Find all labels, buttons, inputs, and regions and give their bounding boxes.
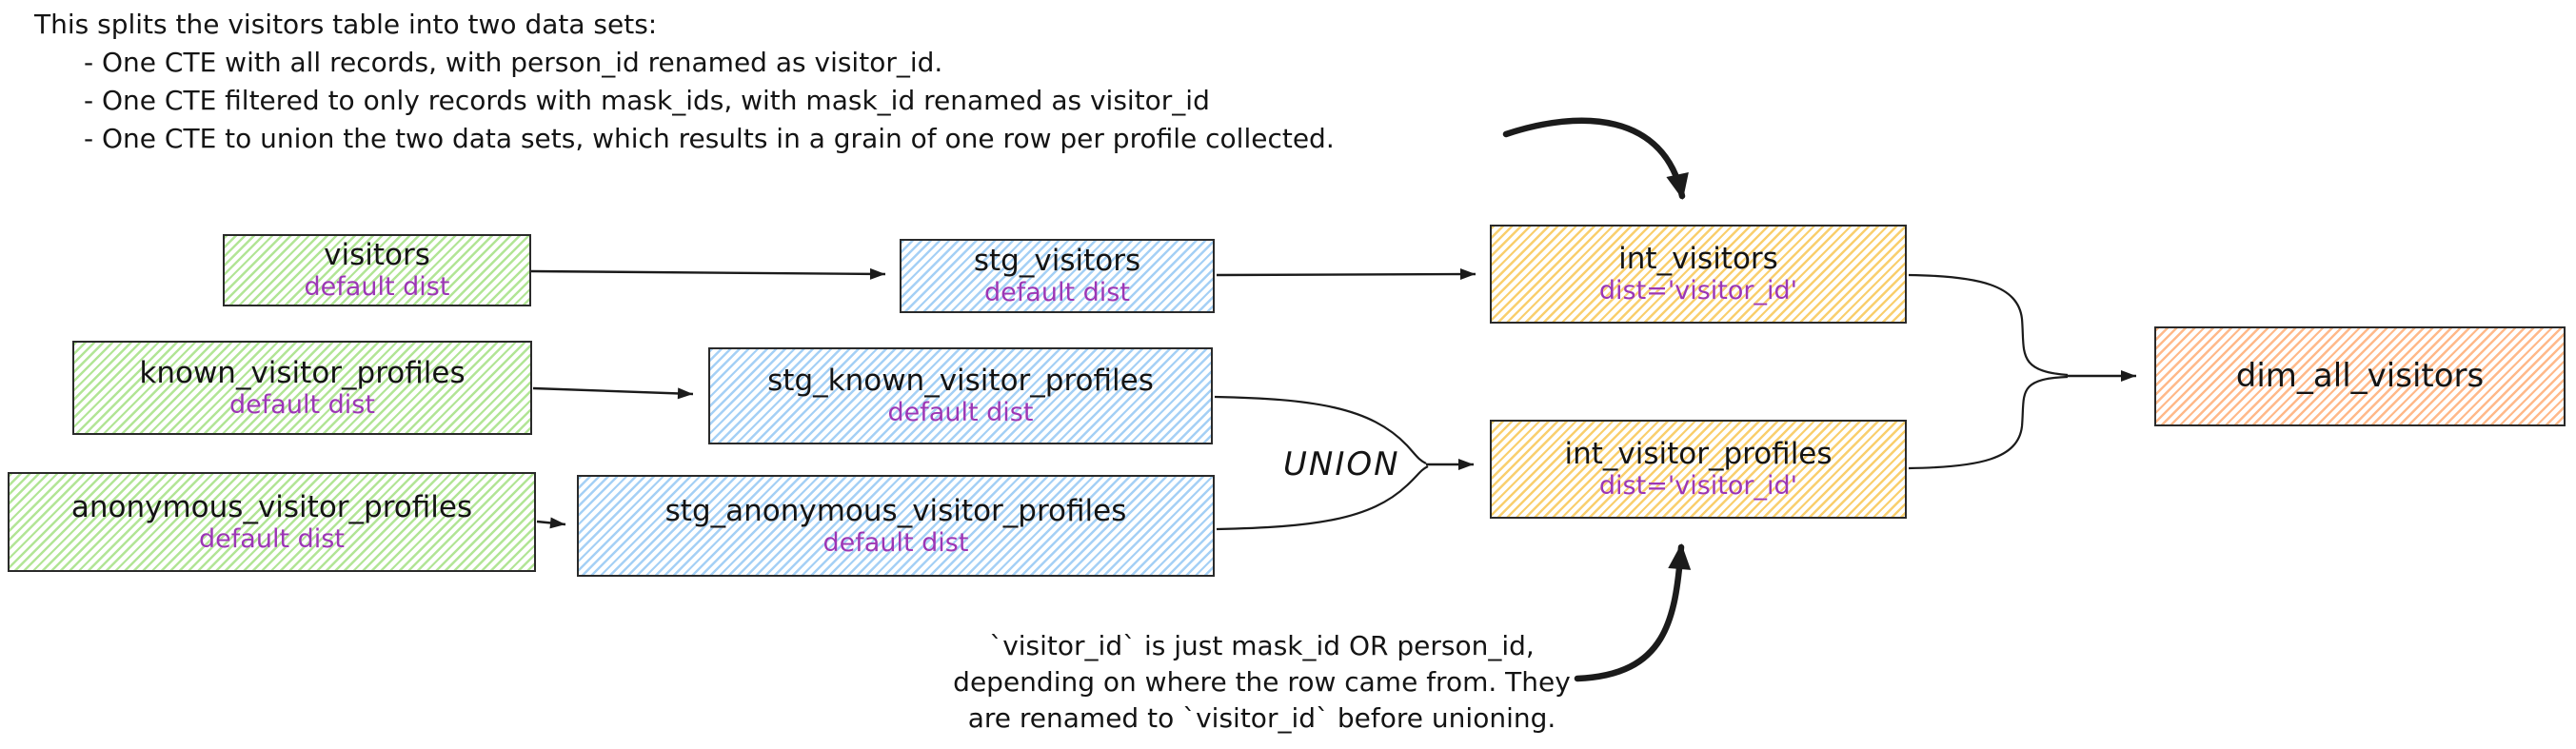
bottom-note-line: are renamed to `visitor_id` before union… [967,702,1556,734]
node-title: stg_known_visitor_profiles [767,364,1154,399]
top-note: This splits the visitors table into two … [34,6,1335,158]
node-title: anonymous_visitor_profiles [70,489,473,524]
node-stg-visitors: stg_visitors default dist [900,239,1215,313]
node-stg-known-visitor-profiles: stg_known_visitor_profiles default dist [708,347,1213,444]
annotation-arrow-top-note-to-int-visitors [1502,117,1689,200]
node-subtitle: default dist [984,278,1130,308]
node-anonymous-visitor-profiles: anonymous_visitor_profiles default dist [8,472,536,572]
node-int-visitor-profiles: int_visitor_profiles dist='visitor_id' [1490,420,1907,519]
arrow-anonymous-to-stg-anonymous [536,517,566,529]
union-label: UNION [1283,445,1400,483]
node-int-visitors: int_visitors dist='visitor_id' [1490,225,1907,324]
top-note-bullet: - One CTE with all records, with person_… [84,47,943,78]
node-title: stg_visitors [973,244,1141,279]
top-note-line: This splits the visitors table into two … [34,9,658,40]
union-curve-from-stg-anonymous [1216,465,1429,531]
node-stg-anonymous-visitor-profiles: stg_anonymous_visitor_profiles default d… [577,475,1215,577]
arrow-stg-visitors-to-int-visitors [1216,268,1476,281]
node-subtitle: default dist [229,389,375,420]
node-title: int_visitor_profiles [1564,437,1833,472]
node-visitors: visitors default dist [223,234,531,306]
annotation-arrow-bottom-note-to-int-visitor-profiles [1574,543,1692,682]
node-subtitle: default dist [304,272,450,303]
node-subtitle: dist='visitor_id' [1598,471,1798,502]
node-subtitle: default dist [887,398,1034,428]
bottom-note-line: depending on where the row came from. Th… [953,666,1571,698]
node-subtitle: dist='visitor_id' [1598,276,1798,306]
top-note-bullet: - One CTE filtered to only records with … [84,85,1210,116]
node-title: stg_anonymous_visitor_profiles [664,493,1127,528]
top-note-bullet: - One CTE to union the two data sets, wh… [84,123,1335,154]
node-subtitle: default dist [199,523,345,554]
merge-curve-from-int-visitor-profiles [1908,375,2069,470]
node-subtitle: default dist [822,527,969,558]
node-title: dim_all_visitors [2235,356,2485,395]
node-title: visitors [324,238,430,273]
bottom-note-line: `visitor_id` is just mask_id OR person_i… [989,630,1535,661]
arrow-known-to-stg-known [532,386,694,400]
node-dim-all-visitors: dim_all_visitors [2154,326,2566,426]
node-title: known_visitor_profiles [139,355,466,390]
merge-curve-from-int-visitors [1908,273,2069,377]
node-known-visitor-profiles: known_visitor_profiles default dist [72,341,532,435]
node-title: int_visitors [1618,242,1778,277]
arrow-visitors-to-stg-visitors [530,267,886,280]
union-curve-from-stg-known [1214,395,1427,464]
bottom-note: `visitor_id` is just mask_id OR person_i… [921,628,1602,737]
